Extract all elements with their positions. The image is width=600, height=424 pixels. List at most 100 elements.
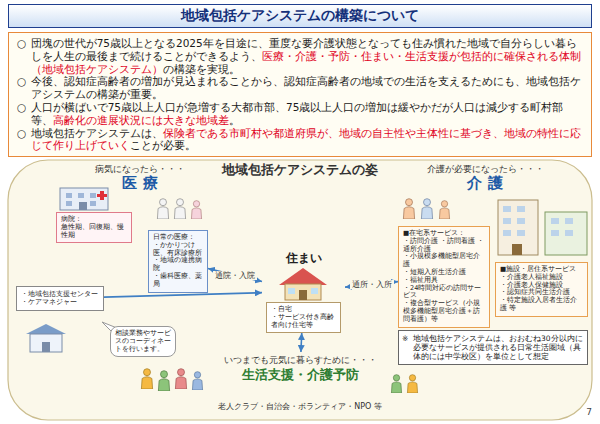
box-text: 地域包括ケアシステムは、おおむね30分以内に必要なサービスが提供される日常生活圏…	[413, 334, 583, 361]
bullet-paragraph: ○人口が横ばいで75歳以上人口が急増する大都市部、75歳以上人口の増加は緩やかだ…	[17, 101, 583, 127]
note-box: ※ 地域包括ケアシステムは、おおむね30分以内に必要なサービスが提供される日常生活…	[398, 330, 588, 365]
facility-building	[498, 200, 538, 255]
bullet-paragraph: ○ 今後、認知症高齢者の増加が見込まれることから、認知症高齢者の地域での生活を支え…	[17, 75, 583, 101]
edge-label: 通院・入院	[213, 271, 257, 280]
box-text: ・特定施設入居者生活介護 等	[500, 297, 583, 313]
box-text: ・短期入所生活介護	[403, 269, 485, 277]
box-text: ・サービス付き高齢者向け住宅等	[271, 314, 336, 330]
facility-windows	[551, 218, 573, 236]
hospital-door	[79, 202, 87, 210]
community-figure	[175, 369, 186, 389]
group-caption: 病気になったら・・・	[82, 165, 198, 175]
summary-box: ○団塊の世代が75歳以上となる2025年を目途に、重度な要介護状態となっても住み…	[8, 32, 592, 157]
note-mark: ※	[402, 334, 408, 343]
group-heading: 医 療	[105, 175, 175, 192]
bullet-text: 地域包括ケアシステムは、	[31, 127, 163, 139]
bullet-mark: ○	[17, 127, 26, 140]
box-text: ・自宅	[271, 306, 336, 314]
house-roof	[279, 268, 327, 285]
community-figures	[141, 369, 417, 393]
care-figures	[403, 199, 449, 219]
house-window	[311, 288, 318, 294]
group-heading: 介 護	[445, 175, 525, 192]
box-text: ・かかりつけ医、有床診療所	[153, 242, 203, 258]
bullet-paragraph: ○団塊の世代が75歳以上となる2025年を目途に、重度な要介護状態となっても住み…	[17, 37, 583, 75]
house-icon	[279, 268, 327, 300]
box-text: ・複合型サービス（小規模多機能型居宅介護＋訪問看護）等	[403, 300, 485, 323]
box-text: ・ケアマネジャー	[21, 298, 99, 306]
group-heading: 生活支援・介護予防	[215, 368, 385, 383]
page-number: 7	[572, 407, 592, 418]
box-text: ・地域の連携病院	[153, 257, 203, 273]
facility-door	[512, 244, 522, 255]
group-heading: 地域包括ケアシステムの姿	[200, 163, 400, 177]
hospital-window	[78, 193, 84, 198]
flow-arrow	[104, 293, 262, 297]
carer-figure	[439, 201, 449, 219]
system-region: 地域包括ケアシステムの姿病気になったら・・・医 療病院：急性期、回復期、慢性期日…	[8, 160, 592, 420]
region-outline	[8, 160, 592, 420]
flow-arrow	[300, 333, 302, 352]
nurse-figure	[191, 201, 201, 219]
box-text: ・介護老人保健施設	[500, 282, 583, 290]
housing-group: 住まい・自宅・サービス付き高齢者向け住宅等	[262, 250, 345, 333]
home-care-box: ■在宅系サービス：・訪問介護 ・訪問看護 ・通所介護・小規模多機能型居宅介護・短…	[398, 226, 490, 328]
bullet-mark: ○	[17, 101, 26, 114]
center-door	[42, 342, 50, 352]
hospital-window	[90, 201, 96, 206]
hospital-window	[90, 193, 96, 198]
box-text: ・福祉用具	[403, 277, 485, 285]
edge-label: 通所・入所	[350, 280, 394, 289]
box-text: ・介護老人福祉施設	[500, 274, 583, 282]
facility-windows	[503, 206, 525, 236]
speech-bubble: 相談業務やサービスのコーディネートを行います。	[110, 326, 176, 357]
box-text: ・24時間対応の訪問サービス	[403, 285, 485, 301]
box-text: ・認知症共同生活介護	[500, 289, 583, 297]
box-text: 急性期、回復期、慢性期	[61, 224, 127, 240]
box-text: ■施設・居住系サービス	[500, 266, 583, 274]
hospital-icon	[60, 188, 108, 210]
support-center-box: ・地域包括支援センター・ケアマネジャー	[16, 286, 104, 311]
flow-arrow	[208, 269, 262, 282]
bullet-text: の構築を実現。	[163, 63, 240, 75]
box-text: 日常の医療：	[153, 234, 203, 242]
hospital-window	[66, 193, 72, 198]
group-heading: 住まい	[262, 252, 345, 266]
slide-title: 地域包括ケアシステムの構築について	[8, 4, 592, 28]
box-text: 病院：	[61, 216, 127, 224]
bullet-mark: ○	[17, 75, 26, 88]
box-text: ・歯科医療、薬局	[153, 273, 203, 289]
center-building-icon	[26, 324, 66, 352]
community-figure	[158, 371, 169, 391]
bullet-paragraph: ○地域包括ケアシステムは、保険者である市町村や都道府県が、地域の自主性や主体性に…	[17, 127, 583, 153]
box-text: 相談業務やサービスのコーディネートを行います。	[115, 330, 171, 353]
hospital-box: 病院：急性期、回復期、慢性期	[56, 212, 132, 243]
care-group: 介護が必要になったら・・・介 護 ■在宅系サービス：・訪問介護 ・訪問看護 ・通所…	[385, 162, 590, 325]
bullet-text: ことが必要。	[130, 139, 196, 151]
group-caption: 介護が必要になったら・・・	[418, 165, 552, 175]
facility-building	[545, 212, 587, 255]
box-text: ・小規模多機能型居宅介護	[403, 253, 485, 269]
clinic-box: 日常の医療：・かかりつけ医、有床診療所・地域の連携病院・歯科医療、薬局	[148, 230, 208, 293]
housing-box: ・自宅・サービス付き高齢者向け住宅等	[266, 302, 341, 333]
house-door	[299, 290, 307, 300]
community-label: 老人クラブ・自治会・ボランティア・NPO 等	[200, 402, 400, 412]
bullet-mark: ○	[17, 37, 26, 50]
doctor-figure	[157, 199, 168, 219]
community-figure	[141, 369, 152, 389]
group-caption: いつまでも元気に暮らすために・・・	[215, 356, 385, 366]
life-support-group: いつまでも元気に暮らすために・・・生活支援・介護予防	[215, 352, 385, 396]
medical-group: 病気になったら・・・医 療病院：急性期、回復期、慢性期日常の医療：・かかりつけ医…	[50, 162, 222, 288]
hospital-window	[66, 201, 72, 206]
center-body	[30, 334, 62, 352]
hospital-body	[60, 188, 108, 210]
community-figure	[192, 372, 202, 390]
elder-figure	[421, 199, 432, 219]
facility-care-box: ■施設・居住系サービス・介護老人福祉施設・介護老人保健施設・認知症共同生活介護・…	[495, 262, 588, 317]
house-body	[285, 284, 321, 300]
bullet-text: 今後、認知症高齢者の増加が見込まれることから、認知症高齢者の地域での生活を支える…	[31, 75, 581, 100]
carer-figure	[403, 199, 414, 219]
box-text: ・訪問介護 ・訪問看護 ・通所介護	[403, 238, 485, 254]
house-window	[288, 288, 295, 294]
